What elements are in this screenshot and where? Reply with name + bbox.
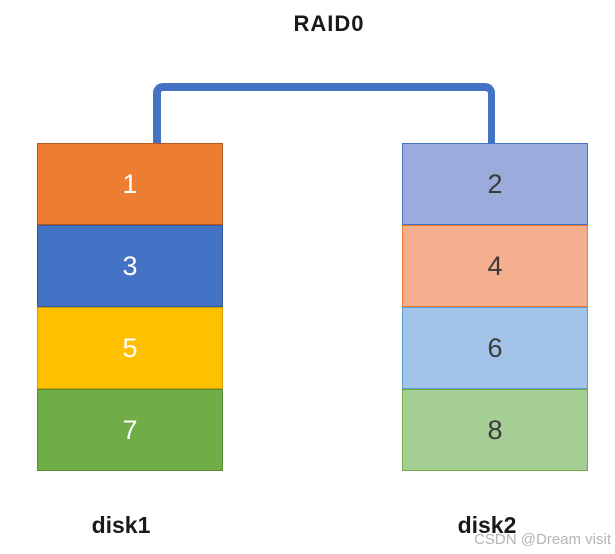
- diagram-title: RAID0: [293, 11, 365, 36]
- disk1-label: disk1: [91, 512, 151, 538]
- stripe-block-2: 2: [402, 143, 588, 225]
- stripe-block-4: 4: [402, 225, 588, 307]
- stripe-block-5: 5: [37, 307, 223, 389]
- disk1-column: 1 3 5 7: [37, 143, 223, 471]
- stripe-block-1: 1: [37, 143, 223, 225]
- stripe-block-3: 3: [37, 225, 223, 307]
- watermark-text: CSDN @Dream visit: [474, 531, 611, 548]
- stripe-block-7: 7: [37, 389, 223, 471]
- stripe-block-6: 6: [402, 307, 588, 389]
- disk2-column: 2 4 6 8: [402, 143, 588, 471]
- stripe-connector-bracket: [153, 83, 495, 151]
- stripe-block-8: 8: [402, 389, 588, 471]
- disk2-label: disk2: [457, 512, 517, 538]
